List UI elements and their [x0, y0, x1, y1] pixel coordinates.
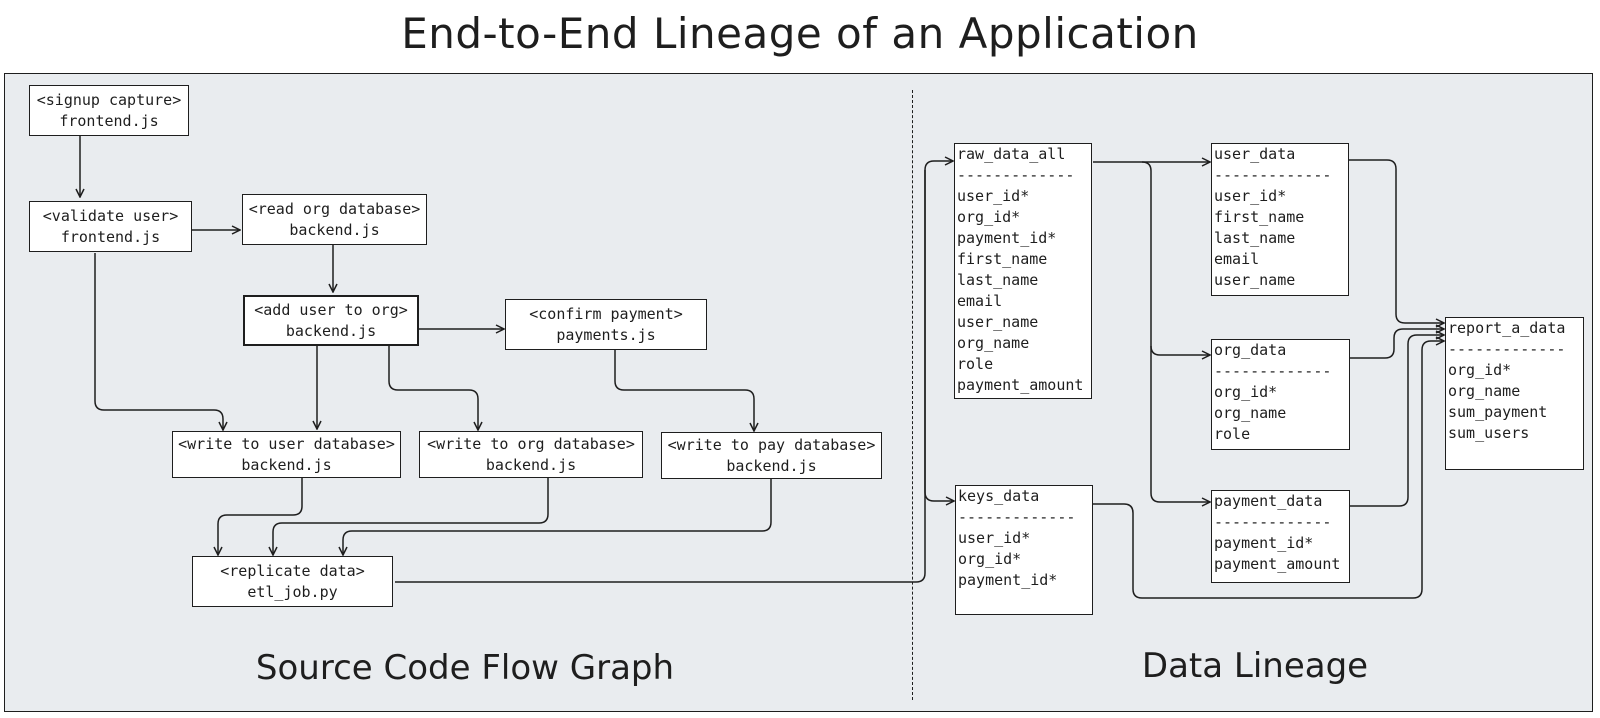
node-write-pay-database: <write to pay database> backend.js: [661, 432, 882, 479]
section-divider: [912, 90, 913, 700]
diagram-title: End-to-End Lineage of an Application: [401, 9, 1199, 58]
table-payment-data: payment_data ------------- payment_id* p…: [1211, 490, 1350, 583]
table-field: last_name: [957, 271, 1039, 289]
table-field: payment_amount: [1214, 555, 1341, 573]
node-file: backend.js: [285, 321, 377, 340]
node-label: <add user to org>: [254, 300, 408, 319]
table-field: first_name: [1214, 208, 1305, 226]
node-label: <signup capture>: [36, 90, 182, 109]
node-write-org-database: <write to org database> backend.js: [419, 431, 643, 478]
table-raw-data-all: raw_data_all ------------- user_id* org_…: [954, 143, 1092, 399]
table-name: org_data: [1214, 341, 1287, 359]
node-file: etl_job.py: [247, 582, 338, 601]
node-label: <replicate data>: [220, 561, 365, 580]
table-field: payment_id*: [1214, 534, 1314, 552]
table-name: keys_data: [958, 487, 1040, 505]
table-field: role: [1214, 425, 1251, 443]
diagram-panel: [4, 73, 1593, 712]
node-signup-capture: <signup capture> frontend.js: [29, 85, 189, 136]
table-separator: -------------: [1214, 513, 1332, 531]
node-label: <write to pay database>: [667, 435, 876, 454]
table-field: org_name: [957, 334, 1030, 352]
table-field: user_id*: [957, 187, 1030, 205]
node-label: <read org database>: [248, 199, 421, 218]
table-field: org_name: [1448, 382, 1521, 400]
node-label: <validate user>: [42, 206, 179, 225]
node-replicate-data: <replicate data> etl_job.py: [192, 556, 393, 607]
table-report-a-data: report_a_data ------------- org_id* org_…: [1445, 317, 1584, 470]
node-file: payments.js: [556, 325, 656, 344]
node-validate-user: <validate user> frontend.js: [29, 201, 192, 252]
table-field: org_id*: [1448, 361, 1512, 379]
node-file: backend.js: [241, 455, 332, 474]
node-file: frontend.js: [60, 227, 161, 246]
table-field: sum_users: [1448, 424, 1530, 442]
table-field: sum_payment: [1448, 403, 1548, 421]
table-field: user_name: [1214, 271, 1296, 289]
table-separator: -------------: [958, 508, 1076, 526]
node-label: <confirm payment>: [529, 304, 683, 323]
table-separator: -------------: [1214, 362, 1332, 380]
node-add-user-to-org: <add user to org> backend.js: [243, 295, 419, 346]
node-file: backend.js: [289, 220, 380, 239]
table-separator: -------------: [1448, 340, 1566, 358]
table-field: payment_amount: [957, 376, 1084, 394]
table-keys-data: keys_data ------------- user_id* org_id*…: [955, 485, 1093, 615]
table-name: payment_data: [1214, 492, 1323, 510]
table-field: user_id*: [1214, 187, 1287, 205]
table-field: payment_id*: [957, 229, 1057, 247]
node-write-user-database: <write to user database> backend.js: [172, 431, 401, 478]
table-name: user_data: [1214, 145, 1296, 163]
node-confirm-payment: <confirm payment> payments.js: [505, 299, 707, 350]
table-field: org_id*: [958, 550, 1022, 568]
node-read-org-database: <read org database> backend.js: [242, 194, 427, 245]
node-file: backend.js: [485, 455, 577, 474]
table-field: user_id*: [958, 529, 1031, 547]
table-name: raw_data_all: [957, 145, 1066, 163]
table-field: first_name: [957, 250, 1048, 268]
table-user-data: user_data ------------- user_id* first_n…: [1211, 143, 1349, 296]
table-field: org_id*: [1214, 383, 1278, 401]
table-separator: -------------: [1214, 166, 1332, 184]
section-label-data-lineage: Data Lineage: [1141, 646, 1369, 686]
node-file: backend.js: [726, 456, 817, 475]
table-field: email: [957, 292, 1003, 310]
table-field: role: [957, 355, 994, 373]
table-field: org_name: [1214, 404, 1287, 422]
table-field: org_id*: [957, 208, 1021, 226]
table-field: user_name: [957, 313, 1039, 331]
table-name: report_a_data: [1448, 319, 1566, 337]
table-org-data: org_data ------------- org_id* org_name …: [1211, 339, 1350, 450]
table-field: last_name: [1214, 229, 1296, 247]
table-field: email: [1214, 250, 1260, 268]
node-label: <write to org database>: [427, 434, 635, 453]
node-file: frontend.js: [59, 111, 159, 130]
table-separator: -------------: [957, 166, 1075, 184]
section-label-source-code: Source Code Flow Graph: [255, 648, 675, 688]
node-label: <write to user database>: [178, 434, 395, 453]
table-field: payment_id*: [958, 571, 1058, 589]
